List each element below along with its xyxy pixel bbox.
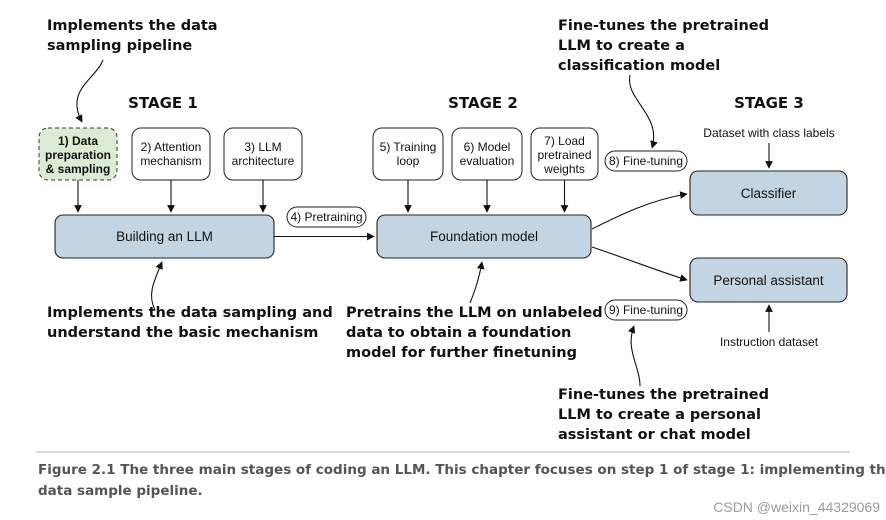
step-label: 2) Attention: [141, 140, 202, 154]
note-line: Fine-tunes the pretrained: [558, 18, 769, 34]
annotation-arrow: [75, 59, 104, 123]
step-8-fine-tuning[interactable]: 8) Fine-tuning: [604, 150, 688, 172]
note-line: Implements the data: [47, 18, 218, 34]
note-line: classification model: [558, 58, 720, 74]
step-label: 7) Load: [544, 134, 585, 148]
step-label: 5) Training: [380, 140, 437, 154]
node-label: Building an LLM: [116, 229, 213, 244]
step-3-llm-architecture[interactable]: 3) LLM architecture: [223, 127, 303, 181]
step-label: 4) Pretraining: [290, 210, 362, 224]
annotation-arrow: [627, 325, 641, 387]
step-label: architecture: [232, 154, 295, 168]
input-class-labels: Dataset with class labels: [703, 126, 834, 140]
note-line: assistant or chat model: [558, 427, 751, 443]
note-line: Pretrains the LLM on unlabeled: [346, 305, 603, 321]
note-top-right: Fine-tunes the pretrained LLM to create …: [558, 18, 769, 74]
note-line: Fine-tunes the pretrained: [558, 387, 769, 403]
figure-caption-line1: Figure 2.1 The three main stages of codi…: [38, 462, 886, 478]
arrow-to-assistant: [591, 246, 688, 282]
step-label: mechanism: [140, 154, 201, 168]
step-5-training-loop[interactable]: 5) Training loop: [372, 127, 444, 181]
step-label: & sampling: [46, 162, 111, 176]
note-line: understand the basic mechanism: [47, 325, 318, 341]
node-foundation-model[interactable]: Foundation model: [376, 214, 592, 259]
step-2-attention-mechanism[interactable]: 2) Attention mechanism: [131, 127, 211, 181]
step-label: weights: [543, 162, 585, 176]
annotation-arrow: [150, 261, 163, 311]
note-top-left: Implements the data sampling pipeline: [47, 18, 218, 54]
step-1-data-preparation[interactable]: 1) Data preparation & sampling: [38, 127, 118, 181]
note-line: Implements the data sampling and: [47, 305, 333, 321]
stage-2-heading: STAGE 2: [448, 94, 518, 112]
step-label: pretrained: [537, 148, 591, 162]
figure-caption-line2: data sample pipeline.: [38, 483, 203, 499]
note-line: sampling pipeline: [47, 38, 192, 54]
note-bottom-mid: Pretrains the LLM on unlabeled data to o…: [346, 305, 603, 361]
annotation-arrow: [629, 74, 658, 149]
input-instruction-dataset: Instruction dataset: [720, 335, 819, 349]
annotation-arrow: [469, 261, 485, 304]
node-personal-assistant[interactable]: Personal assistant: [689, 257, 848, 303]
watermark: CSDN @weixin_44329069: [713, 499, 880, 515]
stage-3-heading: STAGE 3: [734, 94, 804, 112]
step-7-load-pretrained-weights[interactable]: 7) Load pretrained weights: [530, 127, 599, 181]
step-label: 9) Fine-tuning: [609, 303, 683, 317]
note-line: data to obtain a foundation: [346, 325, 571, 341]
stage-1-heading: STAGE 1: [128, 94, 198, 112]
note-line: LLM to create a: [558, 38, 685, 54]
node-label: Personal assistant: [713, 273, 824, 288]
note-bottom-left: Implements the data sampling and underst…: [47, 305, 333, 341]
step-label: evaluation: [460, 154, 515, 168]
step-label: 8) Fine-tuning: [609, 154, 683, 168]
step-label: 6) Model: [464, 140, 511, 154]
note-line: LLM to create a personal: [558, 407, 761, 423]
note-bottom-right: Fine-tunes the pretrained LLM to create …: [558, 387, 769, 443]
node-label: Foundation model: [430, 229, 538, 244]
step-9-fine-tuning[interactable]: 9) Fine-tuning: [604, 299, 688, 321]
step-label: 1) Data: [58, 134, 98, 148]
node-label: Classifier: [741, 186, 797, 201]
step-4-pretraining[interactable]: 4) Pretraining: [286, 206, 367, 228]
node-classifier[interactable]: Classifier: [689, 170, 848, 216]
arrow-to-classifier: [591, 191, 688, 230]
step-label: preparation: [45, 148, 111, 162]
note-line: model for further finetuning: [346, 345, 577, 361]
node-building-llm[interactable]: Building an LLM: [54, 214, 275, 259]
step-6-model-evaluation[interactable]: 6) Model evaluation: [451, 127, 523, 181]
step-label: 3) LLM: [244, 140, 281, 154]
step-label: loop: [397, 154, 420, 168]
